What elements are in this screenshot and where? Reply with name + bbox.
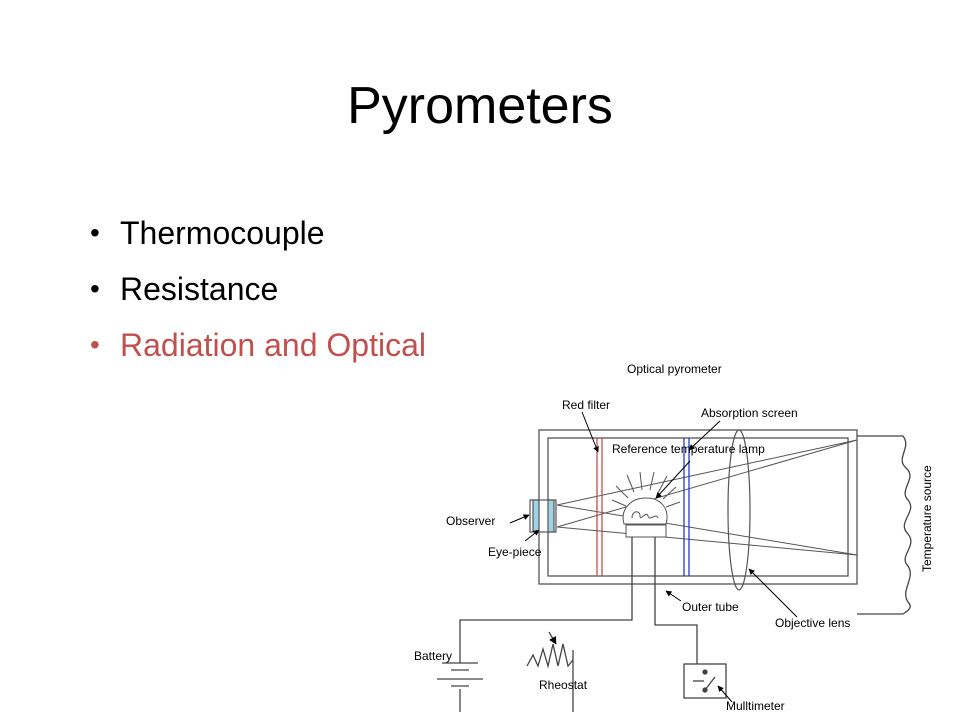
lamp-glow-rays [611, 471, 681, 508]
label-multimeter: Mulltimeter [726, 699, 785, 713]
slide-title: Pyrometers [347, 77, 613, 135]
absorption-screen [683, 438, 690, 576]
label-arrows [509, 411, 798, 703]
outer-tube-inner [547, 437, 849, 577]
temperature-source-block [857, 435, 912, 615]
objective-lens [727, 429, 751, 591]
label-red-filter: Red filter [562, 398, 610, 412]
lamp-bulb [622, 497, 668, 525]
label-outer-tube: Outer tube [682, 600, 739, 614]
diagram-title: Optical pyrometer [627, 362, 722, 376]
lamp-base [625, 524, 667, 538]
reference-lamp [611, 471, 681, 538]
label-rheostat: Rheostat [539, 678, 588, 692]
label-temperature-source: Temperature source [920, 465, 934, 572]
label-objective-lens: Objective lens [775, 616, 850, 630]
bullet-radiation-optical: Radiation and Optical [90, 317, 426, 373]
bullet-thermocouple: Thermocouple [90, 205, 426, 261]
label-observer: Observer [446, 514, 495, 528]
multimeter-symbol [683, 663, 727, 699]
label-reference-lamp: Reference temperature lamp [612, 442, 765, 456]
lamp-filament [631, 511, 659, 519]
bullet-resistance: Resistance [90, 261, 426, 317]
battery-symbol [437, 662, 483, 687]
eye-piece [529, 499, 557, 533]
light-rays [556, 439, 858, 556]
label-absorption-screen: Absorption screen [701, 406, 798, 420]
rheostat-symbol [526, 631, 574, 669]
label-battery: Battery [414, 649, 452, 663]
circuit-wiring [459, 537, 698, 712]
label-eye-piece: Eye-piece [488, 545, 542, 559]
bullet-list: Thermocouple Resistance Radiation and Op… [90, 205, 426, 373]
red-filter [596, 438, 603, 576]
